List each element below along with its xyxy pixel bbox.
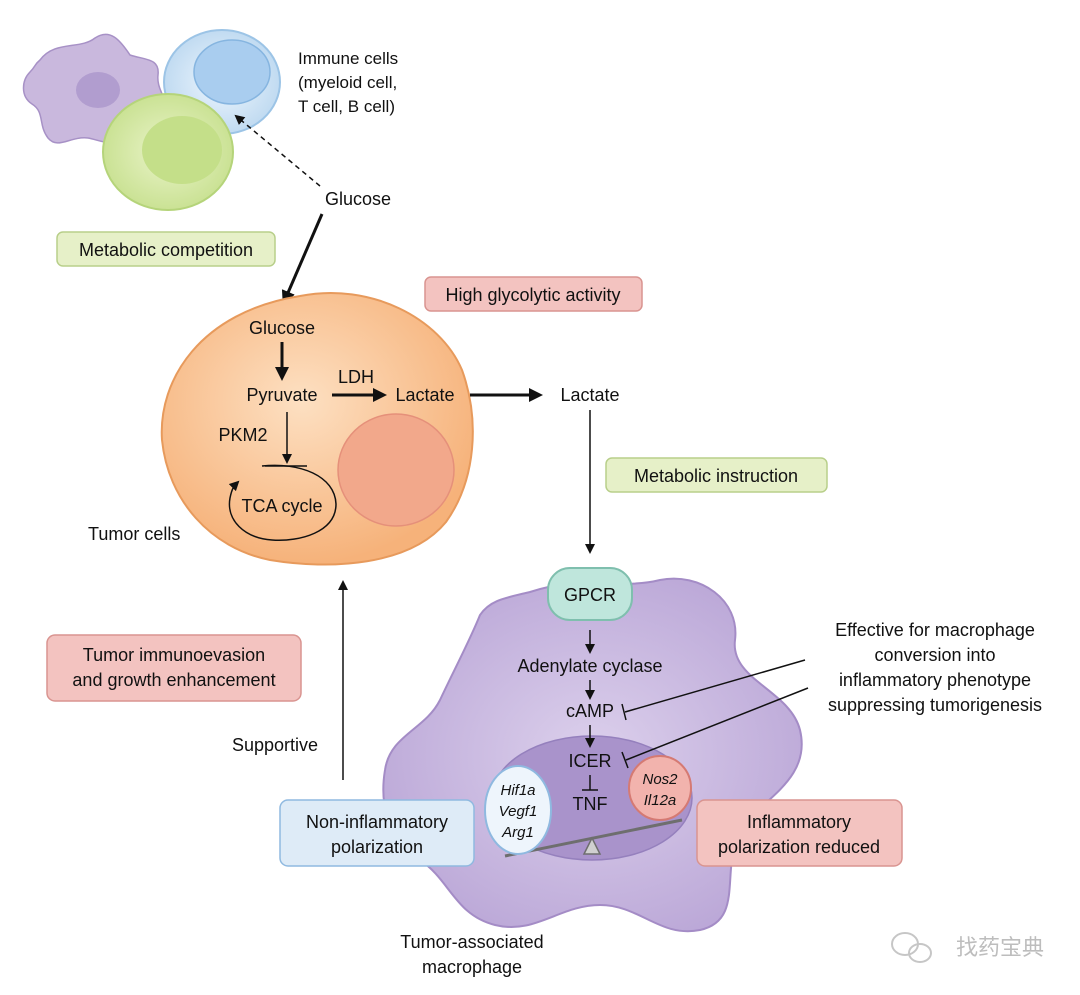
wechat-icon	[891, 932, 932, 963]
inflammatory-genes-oval	[628, 755, 692, 821]
immunoevasion-box	[46, 634, 302, 702]
pkm2-label: PKM2	[218, 425, 267, 445]
watermark: 找药宝典	[891, 932, 1044, 963]
tumor-lactate-label: Lactate	[395, 385, 454, 405]
tnf-label: TNF	[573, 794, 608, 814]
pyruvate-label: Pyruvate	[246, 385, 317, 405]
tca-cycle-label: TCA cycle	[241, 496, 322, 516]
gpcr-label: GPCR	[564, 585, 616, 605]
glucose-to-tumor-arrow	[281, 213, 324, 305]
non-inflammatory-box	[279, 799, 475, 867]
immune-cell-cluster	[22, 29, 281, 211]
metabolic-instruction-box	[605, 457, 828, 493]
metabolic-competition-label: Metabolic competition	[79, 240, 253, 260]
high-glycolytic-label: High glycolytic activity	[445, 285, 620, 305]
tam-label-line1: Tumor-associated	[400, 932, 543, 952]
seesaw-fulcrum	[582, 836, 602, 855]
immunoevasion-line2: and growth enhancement	[72, 670, 275, 690]
non-inflammatory-line1: Non-inflammatory	[306, 812, 448, 832]
immune-cells-title: Immune cells	[298, 49, 398, 68]
immune-cells-line2: (myeloid cell,	[298, 73, 397, 92]
b-cell-nucleus	[142, 116, 222, 184]
non-inflammatory-line2: polarization	[331, 837, 423, 857]
metabolic-competition-box	[56, 231, 276, 267]
tca-cycle-loop	[228, 464, 337, 541]
inhibit-icer-line	[625, 687, 809, 761]
effective-text-line2: conversion into	[874, 645, 995, 665]
adenylate-cyclase-label: Adenylate cyclase	[517, 656, 662, 676]
gene-nos2: Nos2	[642, 771, 678, 788]
supportive-label: Supportive	[232, 735, 318, 755]
tumor-glucose-label: Glucose	[249, 318, 315, 338]
immune-cells-line3: T cell, B cell)	[298, 97, 395, 116]
metabolic-instruction-label: Metabolic instruction	[634, 466, 798, 486]
anti-inflammatory-genes-oval	[484, 765, 552, 855]
inhibit-camp-bar	[621, 703, 627, 721]
dashed-arrow-to-immune	[234, 114, 321, 187]
immunoevasion-line1: Tumor immunoevasion	[83, 645, 265, 665]
glucose-outside-label: Glucose	[325, 189, 391, 209]
seesaw-beam	[504, 818, 683, 858]
effective-text-line4: suppressing tumorigenesis	[828, 695, 1042, 715]
gene-vegf1: Vegf1	[499, 803, 538, 820]
watermark-text: 找药宝典	[956, 936, 1044, 961]
gene-arg1: Arg1	[501, 824, 534, 841]
inhibit-camp-line	[624, 659, 806, 713]
tam-label-line2: macrophage	[422, 957, 522, 977]
gpcr-box	[547, 567, 633, 621]
tumor-nucleus	[337, 413, 455, 527]
gene-il12a: Il12a	[644, 792, 677, 809]
t-cell-nucleus	[193, 39, 271, 105]
tumor-cells-label: Tumor cells	[88, 524, 180, 544]
icer-label: ICER	[568, 751, 611, 771]
gene-hif1a: Hif1a	[500, 782, 535, 799]
inflammatory-reduced-line2: polarization reduced	[718, 837, 880, 857]
ldh-label: LDH	[338, 367, 374, 387]
effective-text-line1: Effective for macrophage	[835, 620, 1035, 640]
high-glycolytic-box	[424, 276, 643, 312]
inflammatory-reduced-box	[696, 799, 903, 867]
inflammatory-reduced-line1: Inflammatory	[747, 812, 851, 832]
camp-label: cAMP	[566, 701, 614, 721]
myeloid-nucleus	[76, 72, 120, 108]
effective-text-line3: inflammatory phenotype	[839, 670, 1031, 690]
inhibit-icer-bar	[621, 751, 629, 769]
lactate-outside-label: Lactate	[560, 385, 619, 405]
